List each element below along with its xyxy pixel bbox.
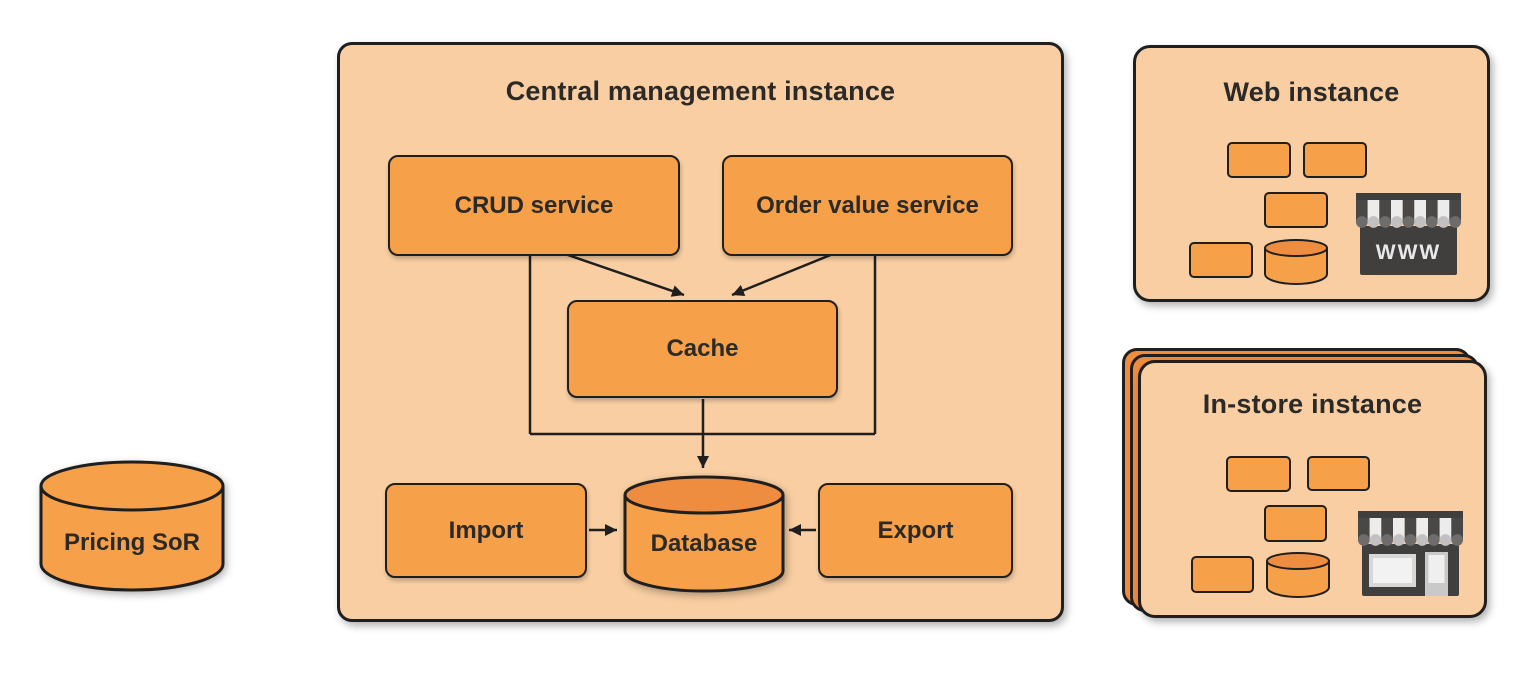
web-service-rect [1303, 142, 1367, 178]
shop-storefront-icon [1358, 511, 1463, 596]
order-value-service-box: Order value service [722, 155, 1013, 256]
export-label: Export [877, 516, 954, 544]
in-store-service-rect [1264, 505, 1327, 542]
web-instance-title: Web instance [1223, 77, 1400, 107]
database-cylinder [623, 475, 785, 593]
in-store-service-rect [1191, 556, 1254, 593]
import-box: Import [385, 483, 587, 578]
web-database-cylinder-icon [1264, 239, 1328, 285]
central-management-title: Central management instance [505, 76, 896, 106]
order-value-service-label: Order value service [756, 191, 979, 219]
in-store-database-cylinder-icon [1266, 552, 1330, 598]
in-store-service-rect [1307, 456, 1370, 491]
pricing-sor-label: Pricing SoR [63, 529, 201, 556]
www-storefront-label: WWW [1376, 241, 1441, 264]
crud-service-label: CRUD service [454, 191, 614, 219]
cache-label: Cache [666, 335, 739, 362]
export-box: Export [818, 483, 1013, 578]
crud-service-box: CRUD service [388, 155, 680, 256]
awning-stripes [1358, 511, 1463, 546]
web-service-rect [1264, 192, 1328, 228]
in-store-service-rect [1226, 456, 1291, 492]
web-service-rect [1227, 142, 1291, 178]
database-label: Database [650, 530, 758, 557]
web-service-rect [1189, 242, 1253, 278]
cache-box: Cache [567, 300, 838, 398]
www-storefront-icon: WWW [1356, 193, 1461, 275]
pricing-sor-cylinder [39, 460, 225, 592]
awning-stripes [1356, 193, 1461, 228]
in-store-instance-title: In-store instance [1202, 389, 1423, 419]
import-label: Import [448, 516, 524, 544]
